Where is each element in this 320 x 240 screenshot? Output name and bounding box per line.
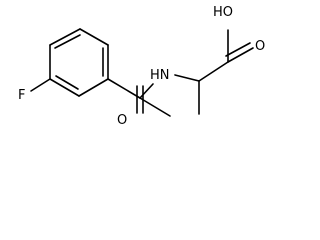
amine-to-alpha-bond (174, 74, 200, 82)
ring-double-bond (55, 75, 79, 90)
ring-bond (49, 28, 81, 46)
hydroxyl-label: HO (213, 5, 233, 20)
carbonyl-acid-oxygen-label: O (255, 39, 265, 54)
amine-label: HN (150, 68, 170, 83)
ring-double-bond (54, 34, 81, 49)
chemical-structure-diagram: F HN HO O O (18, 5, 265, 128)
benzene-ring (49, 28, 109, 97)
carboxyl-double-bond (225, 42, 251, 57)
ring-bond (79, 28, 109, 46)
carbon-to-amine-bond (139, 83, 154, 99)
alpha-to-carboxyl-bond (198, 61, 229, 82)
methyl-bond (139, 97, 171, 117)
ring-to-carbon-bond (107, 78, 141, 99)
fluorine-bond (30, 78, 51, 92)
ketone-oxygen-label: O (117, 113, 127, 128)
ring-bond (49, 78, 80, 97)
fluorine-label: F (18, 88, 25, 103)
ring-bond (78, 78, 109, 97)
carboxyl-double-bond (227, 47, 254, 63)
